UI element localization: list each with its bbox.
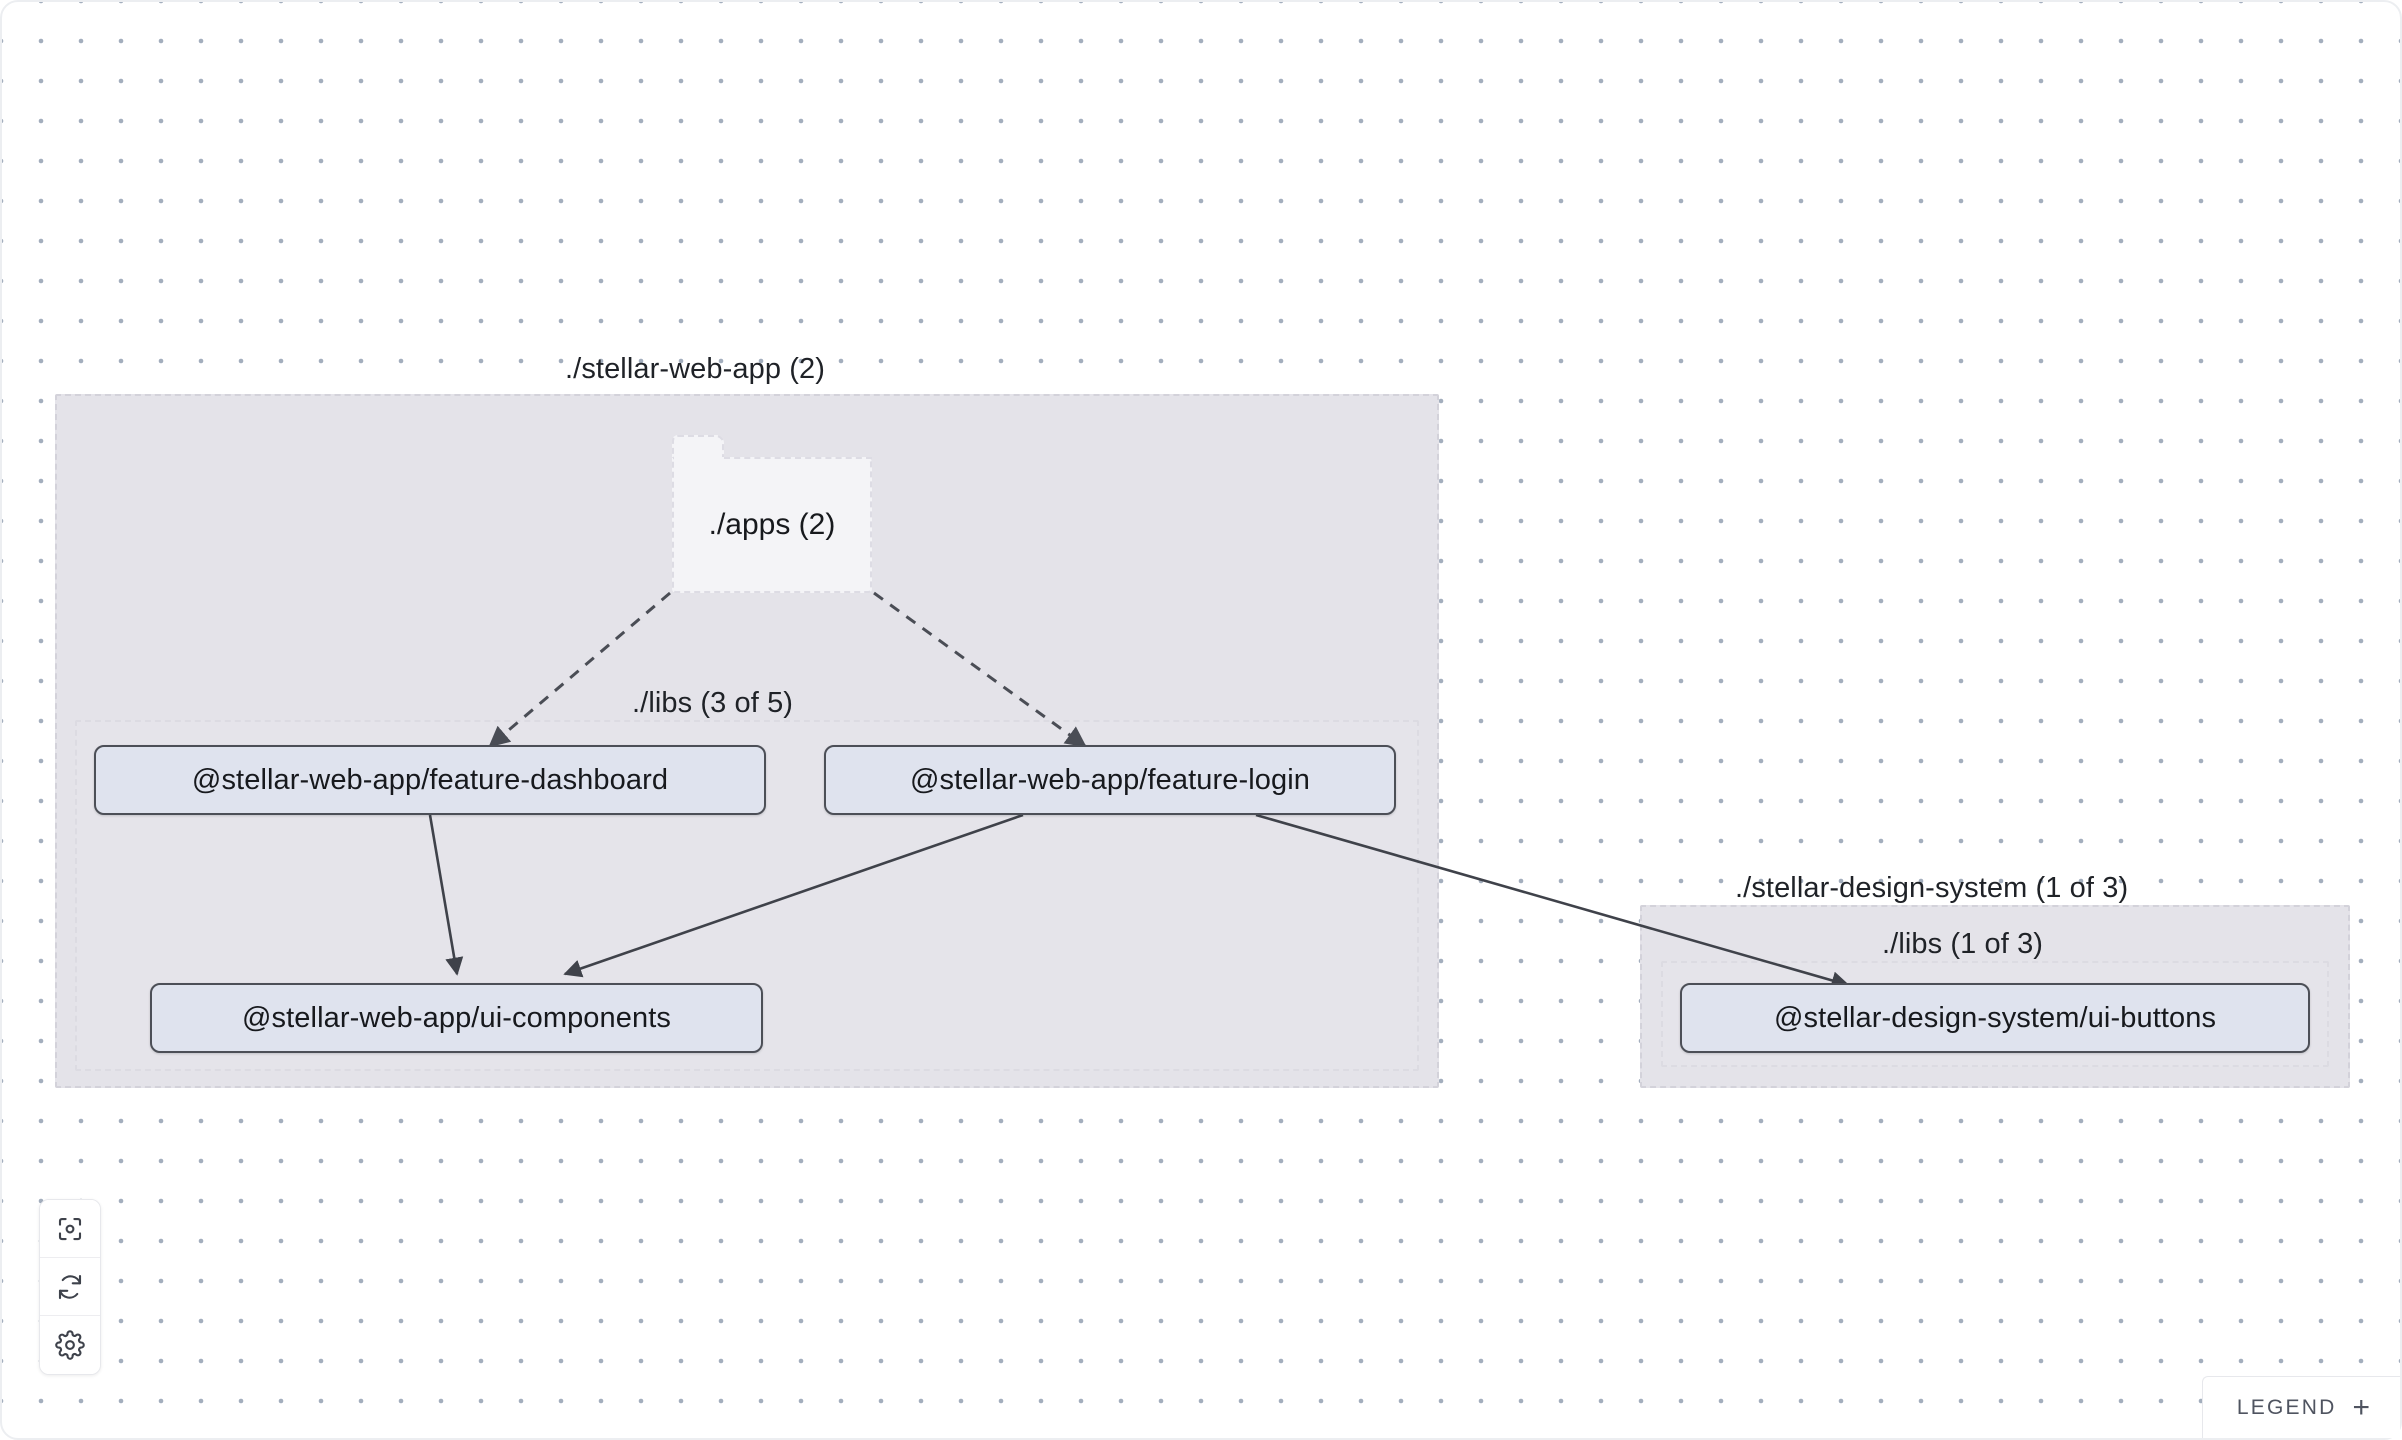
node-ui-buttons[interactable]: @stellar-design-system/ui-buttons (1680, 983, 2310, 1053)
settings-button[interactable] (40, 1316, 100, 1374)
legend-panel[interactable]: LEGEND + (2201, 1376, 2400, 1438)
focus-icon (55, 1214, 85, 1244)
group-label-stellar-design-system: ./stellar-design-system (1 of 3) (1735, 872, 2129, 904)
subgroup-label-web-app-libs: ./libs (3 of 5) (632, 687, 794, 719)
node-ui-components-label: @stellar-web-app/ui-components (242, 1001, 671, 1034)
node-ui-components[interactable]: @stellar-web-app/ui-components (150, 983, 763, 1053)
legend-expand-icon[interactable]: + (2352, 1390, 2370, 1424)
folder-shape (672, 457, 872, 593)
folder-tab-icon (672, 435, 724, 459)
node-ui-buttons-label: @stellar-design-system/ui-buttons (1773, 1001, 2217, 1034)
group-label-stellar-web-app: ./stellar-web-app (2) (565, 353, 825, 385)
focus-graph-button[interactable] (40, 1200, 100, 1258)
folder-node-apps[interactable]: ./apps (2) (672, 435, 872, 593)
node-feature-login-label: @stellar-web-app/feature-login (910, 763, 1310, 796)
gear-icon (55, 1330, 85, 1360)
folder-top-edge (724, 457, 872, 459)
refresh-icon (55, 1272, 85, 1302)
refresh-graph-button[interactable] (40, 1258, 100, 1316)
legend-label: LEGEND (2236, 1395, 2337, 1419)
folder-node-apps-label: ./apps (2) (708, 508, 836, 541)
subgroup-label-design-system-libs: ./libs (1 of 3) (1882, 928, 2044, 960)
node-feature-login[interactable]: @stellar-web-app/feature-login (824, 745, 1396, 815)
node-feature-dashboard-label: @stellar-web-app/feature-dashboard (191, 763, 669, 796)
node-feature-dashboard[interactable]: @stellar-web-app/feature-dashboard (94, 745, 766, 815)
canvas-controls[interactable] (39, 1199, 101, 1375)
